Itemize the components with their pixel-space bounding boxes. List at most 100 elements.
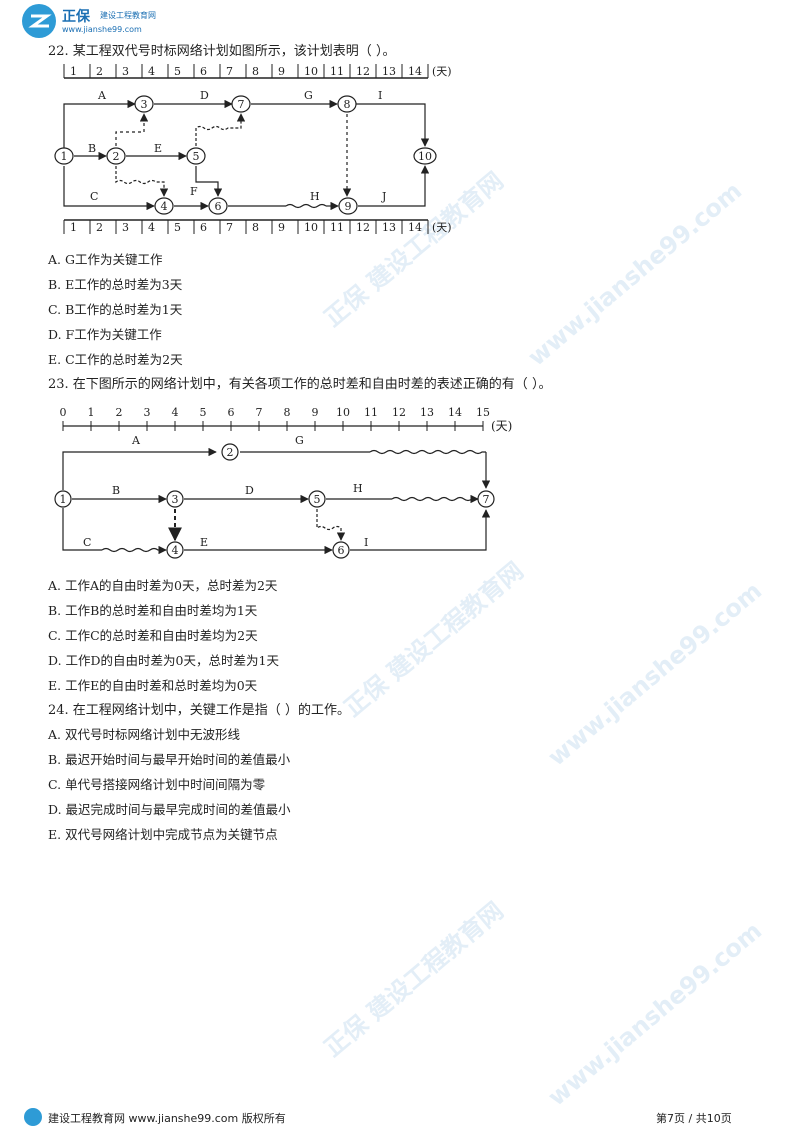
logo-subtitle: 建设工程教育网 bbox=[100, 11, 156, 20]
footer-site[interactable]: 建设工程教育网 www.jianshe99.com 版权所有 bbox=[48, 1112, 286, 1125]
top-tick-label: 4 bbox=[148, 65, 155, 78]
node-label-10: 10 bbox=[418, 150, 432, 163]
node-5 bbox=[186, 147, 206, 165]
options-22: A. G工作为关键工作 B. E工作的总时差为3天 C. B工作的总时差为1天 … bbox=[48, 252, 183, 368]
top-tick-label: 1 bbox=[70, 65, 77, 78]
top-unit-label: (天) bbox=[432, 65, 452, 78]
node-7 bbox=[477, 490, 495, 508]
scale-tick-label: 1 bbox=[88, 406, 95, 419]
top-tick-label: 6 bbox=[200, 65, 207, 78]
node-label-9: 9 bbox=[345, 200, 352, 213]
option-23-e[interactable]: E. 工作E的自由时差和总时差均为0天 bbox=[48, 678, 258, 693]
option-23-a[interactable]: A. 工作A的自由时差为0天，总时差为2天 bbox=[48, 578, 278, 593]
logo-title: 正保 bbox=[62, 9, 90, 25]
activity-label-h: H bbox=[310, 190, 320, 203]
scale-tick-label: 6 bbox=[228, 406, 235, 419]
node-7 bbox=[231, 95, 251, 113]
option-24-c[interactable]: C. 单代号搭接网络计划中时间间隔为零 bbox=[48, 777, 266, 792]
node-6 bbox=[332, 541, 350, 559]
watermark: 正保 建设工程教育网 bbox=[338, 556, 529, 723]
option-23-b[interactable]: B. 工作B的总时差和自由时差均为1天 bbox=[48, 603, 258, 618]
question-22: 22. 某工程双代号时标网络计划如图所示，该计划表明（ ）。 bbox=[48, 44, 396, 59]
node-label-2: 2 bbox=[227, 446, 234, 459]
activity-label-c: C bbox=[83, 536, 91, 549]
node-label-4: 4 bbox=[161, 200, 168, 213]
node-label-1: 1 bbox=[61, 150, 68, 163]
logo-url: www.jianshe99.com bbox=[62, 25, 142, 34]
node-label-7: 7 bbox=[483, 493, 490, 506]
bottom-tick-label: 8 bbox=[252, 221, 259, 234]
bottom-tick-label: 6 bbox=[200, 221, 207, 234]
watermark: www.jianshe99.com bbox=[542, 916, 768, 1112]
option-24-e[interactable]: E. 双代号网络计划中完成节点为关键节点 bbox=[48, 827, 278, 842]
bottom-tick-label: 14 bbox=[408, 221, 422, 234]
node-5 bbox=[308, 490, 326, 508]
bottom-tick-label: 9 bbox=[278, 221, 285, 234]
activity-label-a: A bbox=[131, 434, 141, 447]
bottom-tick-label: 4 bbox=[148, 221, 155, 234]
scale-tick-label: 5 bbox=[200, 406, 207, 419]
activity-label-i: I bbox=[378, 89, 382, 102]
logo-mark-icon bbox=[28, 14, 52, 28]
scale-tick-label: 4 bbox=[172, 406, 179, 419]
activity-label-c: C bbox=[90, 190, 98, 203]
activity-label-a: A bbox=[97, 89, 107, 102]
option-22-d[interactable]: D. F工作为关键工作 bbox=[48, 327, 162, 342]
option-23-c[interactable]: C. 工作C的总时差和自由时差均为2天 bbox=[48, 628, 258, 643]
node-2 bbox=[221, 443, 239, 461]
logo-icon bbox=[22, 4, 56, 38]
node-8 bbox=[337, 95, 357, 113]
scale-tick-label: 0 bbox=[60, 406, 67, 419]
header-logo: 正保 建设工程教育网 www.jianshe99.com bbox=[22, 4, 182, 44]
bottom-tick-label: 13 bbox=[382, 221, 396, 234]
activity-label-b: B bbox=[88, 142, 96, 155]
activity-label-d: D bbox=[200, 89, 209, 102]
option-24-d[interactable]: D. 最迟完成时间与最早完成时间的差值最小 bbox=[48, 802, 291, 817]
bottom-tick-label: 5 bbox=[174, 221, 181, 234]
option-24-a[interactable]: A. 双代号时标网络计划中无波形线 bbox=[48, 727, 240, 742]
node-3 bbox=[166, 490, 184, 508]
scale-tick-label: 15 bbox=[476, 406, 490, 419]
option-22-b[interactable]: B. E工作的总时差为3天 bbox=[48, 277, 183, 292]
activity-label-b: B bbox=[112, 484, 120, 497]
option-22-a[interactable]: A. G工作为关键工作 bbox=[48, 252, 163, 267]
question-24: 24. 在工程网络计划中，关键工作是指（ ）的工作。 bbox=[48, 703, 350, 718]
bottom-tick-label: 1 bbox=[70, 221, 77, 234]
footer-logo-icon bbox=[24, 1108, 42, 1126]
node-label-6: 6 bbox=[338, 544, 345, 557]
activity-label-f: F bbox=[190, 185, 198, 198]
option-22-c[interactable]: C. B工作的总时差为1天 bbox=[48, 302, 183, 317]
bottom-tick-label: 3 bbox=[122, 221, 129, 234]
scale-unit-label: (天) bbox=[491, 419, 512, 433]
scale-tick-label: 2 bbox=[116, 406, 123, 419]
scale-tick-label: 14 bbox=[448, 406, 462, 419]
watermark: www.jianshe99.com bbox=[522, 176, 748, 372]
node-label-5: 5 bbox=[193, 150, 200, 163]
node-label-4: 4 bbox=[172, 544, 179, 557]
option-22-e[interactable]: E. C工作的总时差为2天 bbox=[48, 352, 183, 367]
node-6 bbox=[208, 197, 228, 215]
activity-label-d: D bbox=[245, 484, 254, 497]
option-23-d[interactable]: D. 工作D的自由时差为0天，总时差为1天 bbox=[48, 653, 279, 668]
activity-label-i: I bbox=[364, 536, 368, 549]
watermark: 正保 建设工程教育网 bbox=[318, 896, 509, 1063]
node-2 bbox=[106, 147, 126, 165]
scale-tick-label: 13 bbox=[420, 406, 434, 419]
node-label-3: 3 bbox=[141, 98, 148, 111]
top-tick-label: 5 bbox=[174, 65, 181, 78]
activity-label-g: G bbox=[295, 434, 304, 447]
top-tick-label: 8 bbox=[252, 65, 259, 78]
activity-label-e: E bbox=[200, 536, 208, 549]
option-24-b[interactable]: B. 最迟开始时间与最早开始时间的差值最小 bbox=[48, 752, 291, 767]
top-tick-label: 12 bbox=[356, 65, 370, 78]
bottom-tick-label: 11 bbox=[330, 221, 344, 234]
scale-tick-label: 7 bbox=[256, 406, 263, 419]
footer: 建设工程教育网 www.jianshe99.com 版权所有 第7页 / 共10… bbox=[24, 1108, 784, 1128]
activity-label-e: E bbox=[154, 142, 162, 155]
top-tick-label: 9 bbox=[278, 65, 285, 78]
bottom-tick-label: 7 bbox=[226, 221, 233, 234]
